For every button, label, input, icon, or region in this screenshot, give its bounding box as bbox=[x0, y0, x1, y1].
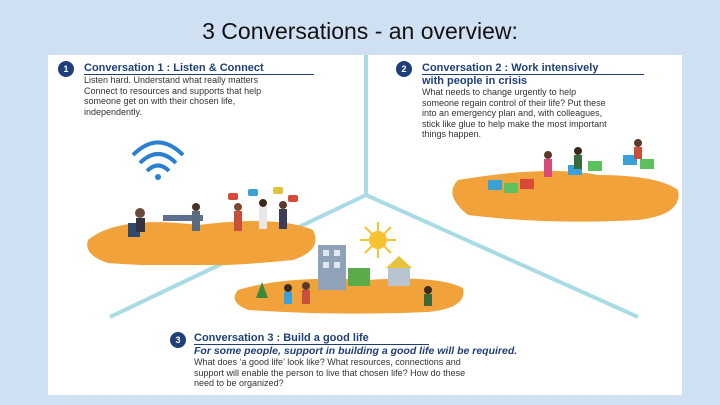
step-number-2: 2 bbox=[396, 61, 412, 77]
city-buildings bbox=[318, 245, 412, 290]
step-number-3: 3 bbox=[170, 332, 186, 348]
sun-icon bbox=[360, 222, 396, 258]
crisis-illustration bbox=[452, 139, 679, 222]
conversation-1-title: Conversation 1 : Listen & Connect bbox=[84, 62, 264, 74]
step-number-1: 1 bbox=[58, 61, 74, 77]
conversation-2-title: Conversation 2 : Work intensively bbox=[422, 62, 599, 74]
puzzle-pieces bbox=[488, 155, 654, 193]
conversation-2-underline bbox=[422, 74, 644, 75]
conversation-1-underline bbox=[84, 74, 314, 75]
slide-title: 3 Conversations - an overview: bbox=[202, 18, 518, 44]
conversation-2-title-line2: with people in crisis bbox=[422, 75, 528, 87]
conversation-1-body: Listen hard. Understand what really matt… bbox=[84, 75, 262, 117]
listen-connect-illustration bbox=[87, 140, 316, 265]
wifi-icon bbox=[131, 140, 185, 180]
people-chatting bbox=[192, 199, 287, 231]
conversation-3-title: Conversation 3 : Build a good life bbox=[194, 332, 369, 344]
conversation-3-subtitle: For some people, support in building a g… bbox=[194, 345, 518, 357]
conversation-3-body: What does ‘a good life’ look like? What … bbox=[194, 357, 466, 388]
overview-panel: 1 Conversation 1 : Listen & Connect List… bbox=[48, 55, 682, 395]
conversation-3-underline bbox=[194, 344, 429, 345]
conversation-2-body: What needs to change urgently to help so… bbox=[422, 87, 607, 139]
good-life-illustration bbox=[234, 222, 464, 314]
speech-bubbles bbox=[228, 187, 298, 202]
